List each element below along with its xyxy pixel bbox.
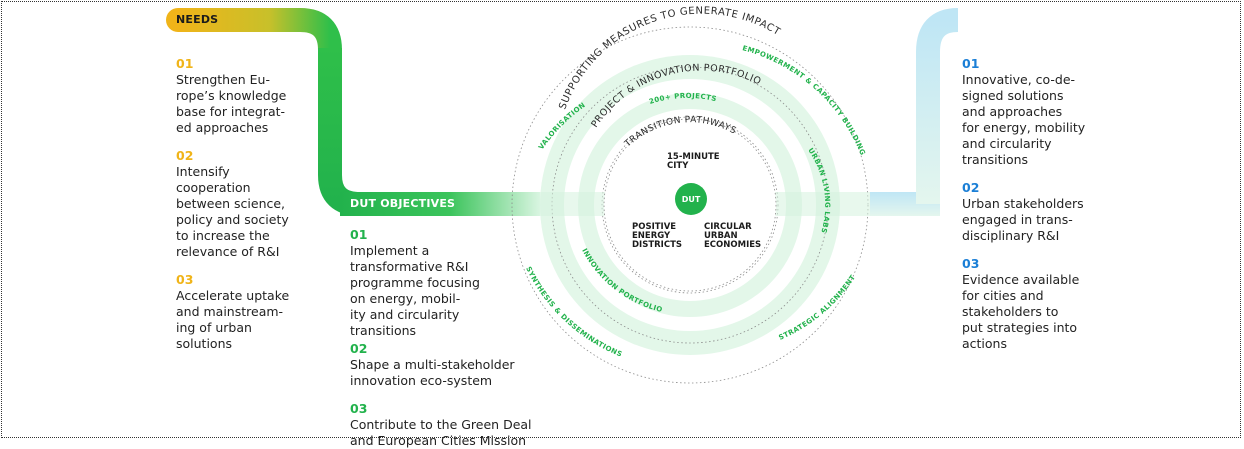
needs-item-1-number: 01 bbox=[176, 56, 194, 71]
dut-badge bbox=[675, 183, 707, 215]
impacts-item-3-text: Evidence available for cities and stakeh… bbox=[962, 272, 1080, 351]
objectives-item-1-number: 01 bbox=[350, 227, 368, 242]
needs-band bbox=[166, 8, 342, 62]
flow-diagram: SUPPORTING MEASURES TO GENERATE IMPACT V… bbox=[166, 6, 1087, 384]
impacts-header: IMPACTS bbox=[963, 13, 1019, 26]
fifteen-minute-city-label: 15-MINUTE CITY bbox=[667, 152, 720, 171]
impacts-list: 01 Innovative, co-de- signed solutions a… bbox=[962, 56, 1112, 352]
impacts-item-2-text: Urban stakeholders engaged in trans- dis… bbox=[962, 196, 1084, 243]
positive-energy-districts-label: POSITIVE ENERGY DISTRICTS bbox=[632, 222, 683, 250]
impacts-item-1-text: Innovative, co-de- signed solutions and … bbox=[962, 72, 1086, 167]
objectives-item-3-text: Contribute to the Green Deal and Europea… bbox=[350, 417, 532, 448]
needs-to-objectives-band bbox=[318, 48, 361, 216]
diagram-frame bbox=[1, 1, 1241, 438]
needs-header: NEEDS bbox=[176, 13, 219, 26]
needs-item-3-text: Accelerate uptake and mainstream- ing of… bbox=[176, 288, 290, 351]
circular-urban-economies-label: CIRCULAR URBAN ECONOMIES bbox=[704, 222, 762, 250]
objectives-header: DUT OBJECTIVES bbox=[350, 197, 456, 210]
objectives-item-2-text: Shape a multi-stakeholder innovation eco… bbox=[350, 357, 515, 388]
objectives-list: 01 Implement a transformative R&I progra… bbox=[350, 227, 540, 449]
needs-list: 01 Strengthen Eu- rope’s knowledge base … bbox=[176, 56, 316, 352]
impacts-item-2-number: 02 bbox=[962, 180, 980, 195]
objectives-band bbox=[340, 192, 540, 216]
objectives-item-3-number: 03 bbox=[350, 401, 368, 416]
dut-badge-label: DUT bbox=[682, 195, 701, 204]
objectives-item-2-number: 02 bbox=[350, 341, 368, 356]
needs-item-3-number: 03 bbox=[176, 272, 194, 287]
needs-item-2-text: Intensify cooperation between science, p… bbox=[176, 164, 289, 259]
impacts-item-3-number: 03 bbox=[962, 256, 980, 271]
needs-item-1-text: Strengthen Eu- rope’s knowledge base for… bbox=[176, 72, 287, 135]
needs-item-2-number: 02 bbox=[176, 148, 194, 163]
objectives-item-1-text: Implement a transformative R&I programme… bbox=[350, 243, 480, 338]
impacts-rise-band bbox=[916, 8, 959, 204]
inner-dotted-ring-top bbox=[603, 118, 777, 292]
impacts-item-1-number: 01 bbox=[962, 56, 980, 71]
